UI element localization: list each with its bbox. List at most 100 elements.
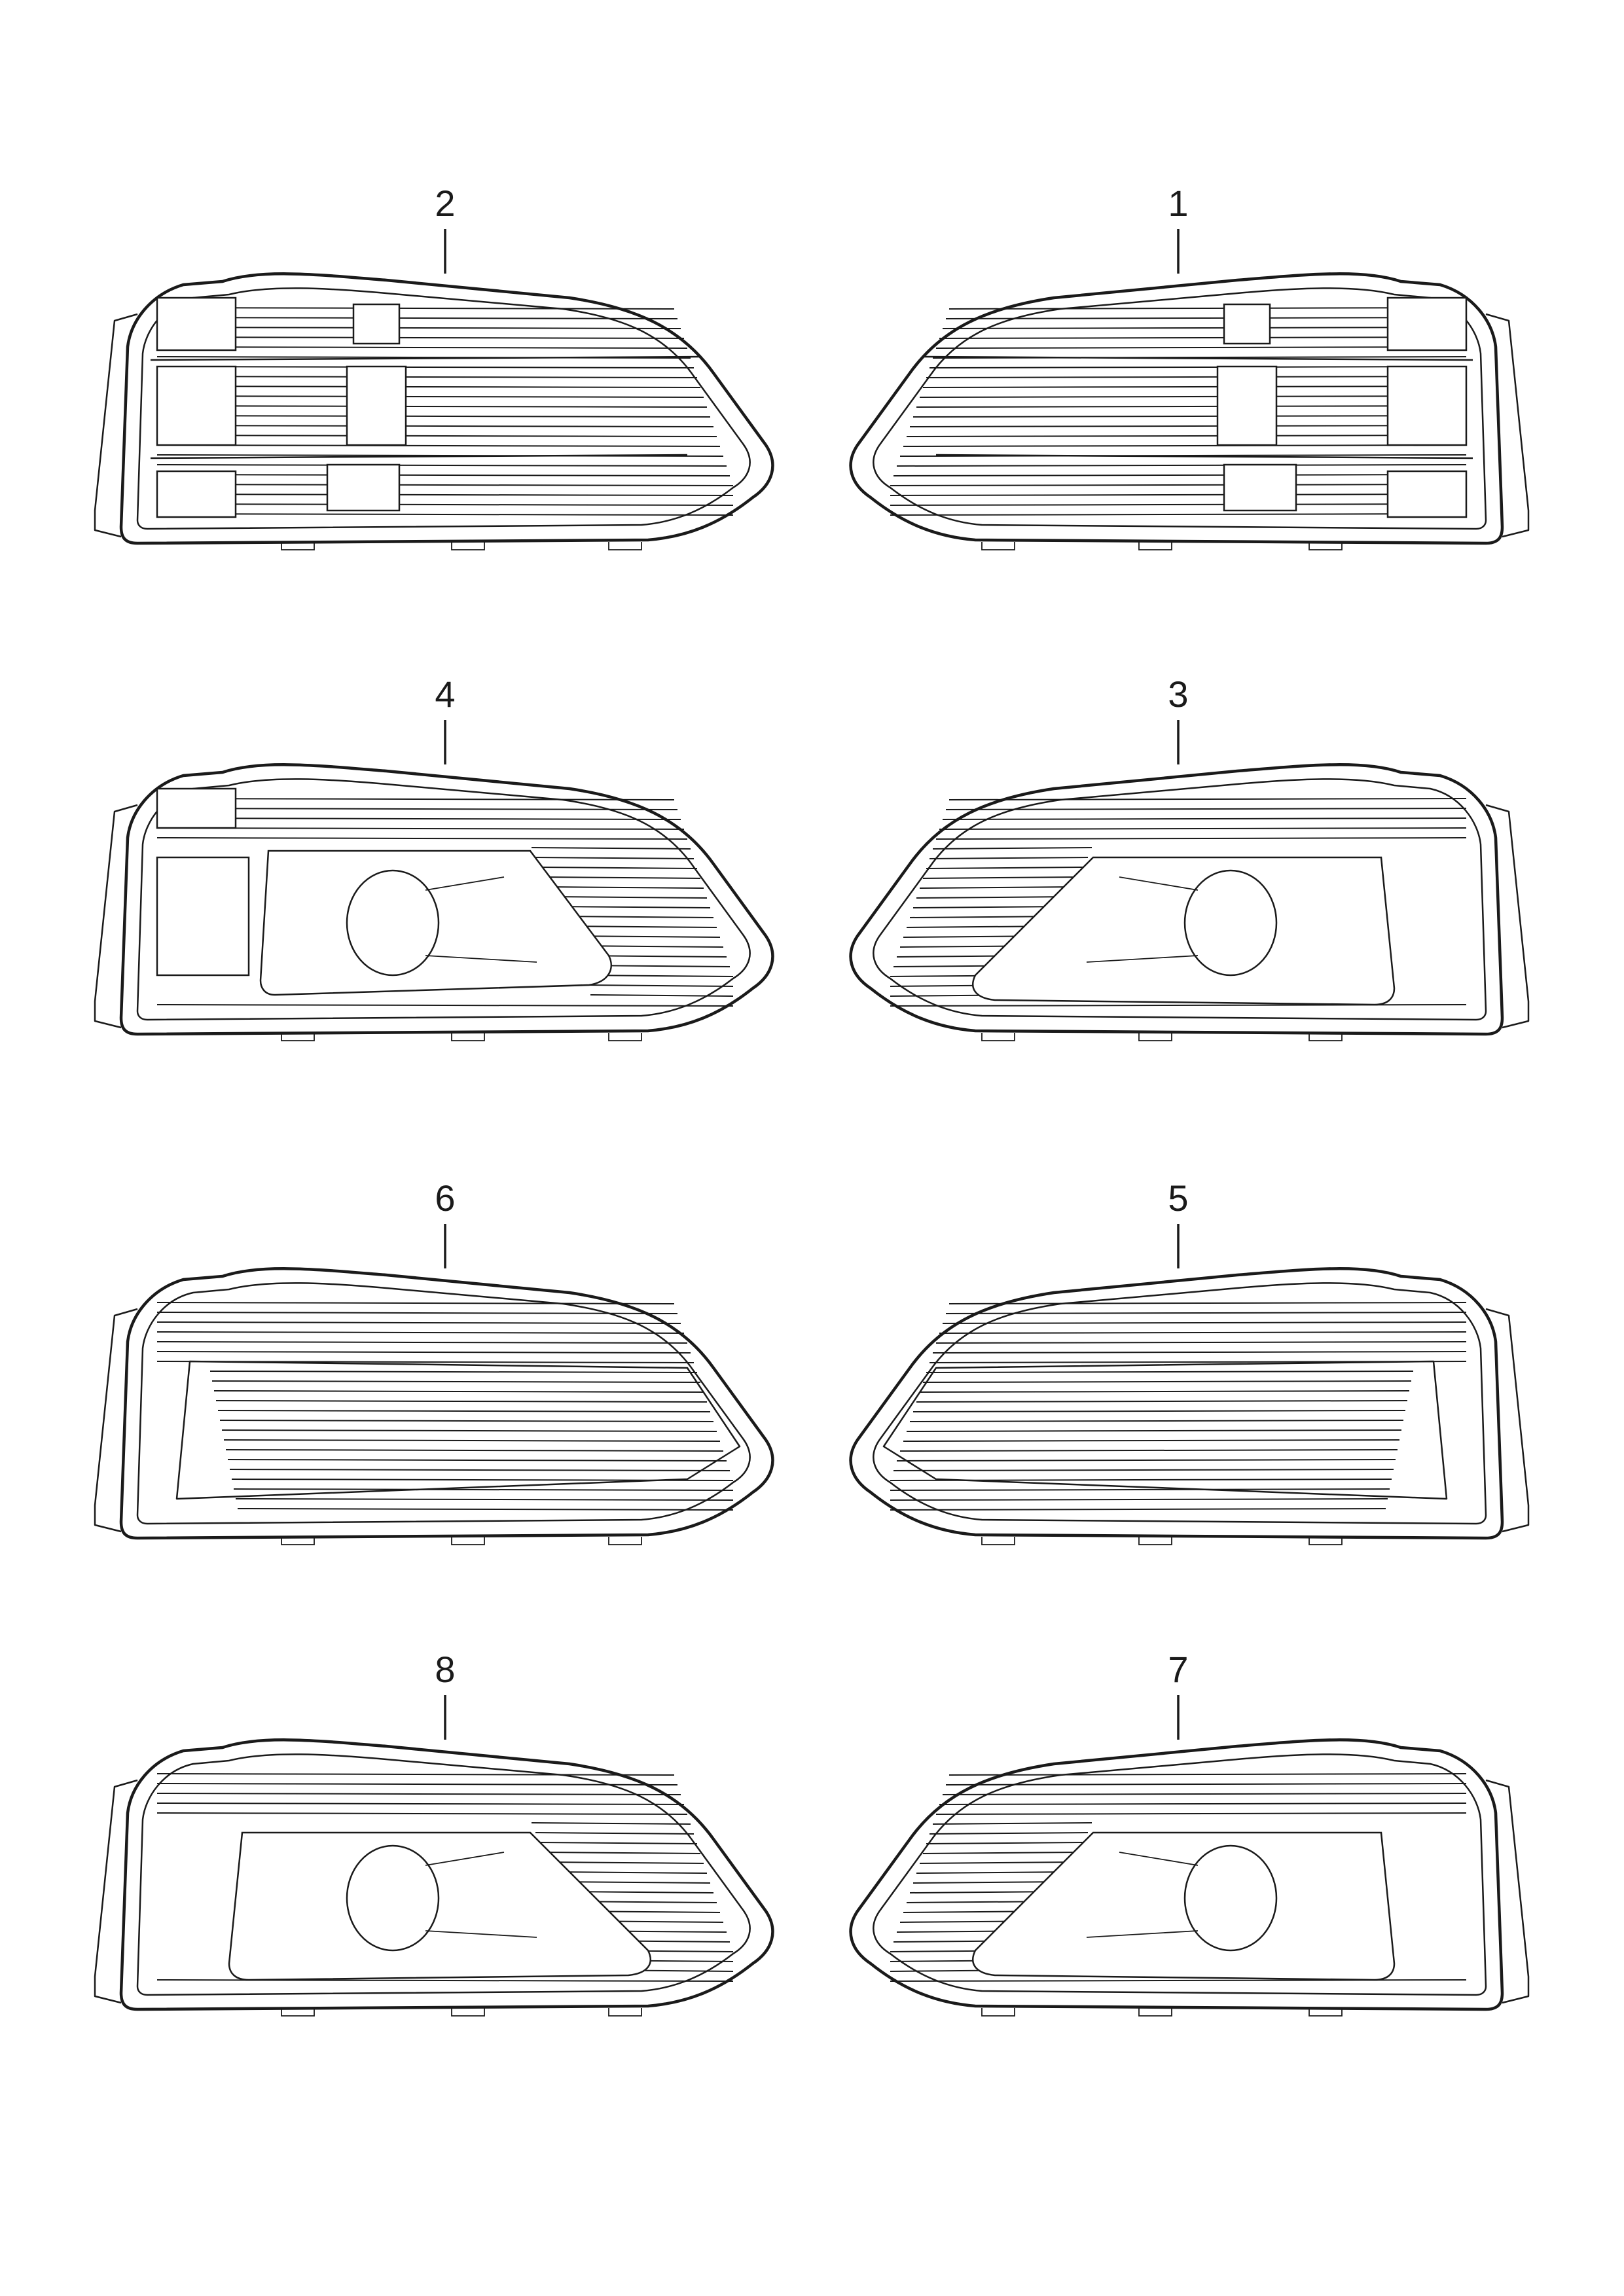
slat — [935, 346, 1467, 349]
slat — [156, 513, 734, 516]
mount-block — [156, 470, 237, 518]
slats — [156, 307, 734, 516]
part-5 — [849, 1267, 1530, 1545]
slats — [156, 1302, 734, 1511]
slat — [935, 1812, 1467, 1815]
slat — [919, 1390, 1410, 1393]
mount-block — [156, 296, 237, 351]
mount-tab — [608, 1537, 642, 1545]
side-flange — [1485, 804, 1530, 1029]
mount-tab — [608, 1033, 642, 1041]
inner-frame — [873, 1753, 1487, 1996]
side-flange — [94, 313, 138, 538]
slat — [899, 1449, 1398, 1452]
slat — [939, 1803, 1467, 1805]
mount-tab — [981, 1033, 1015, 1041]
slat — [156, 1004, 734, 1007]
slat — [909, 1420, 1404, 1422]
slat — [550, 1871, 708, 1874]
slat — [590, 994, 734, 997]
mount-tab — [1138, 1033, 1172, 1041]
mount-tab — [981, 1537, 1015, 1545]
mount-tab — [981, 542, 1015, 550]
fog-lamp-lens — [1183, 869, 1278, 977]
outer-frame — [119, 763, 774, 1036]
slat — [922, 1380, 1412, 1383]
slat — [942, 817, 1467, 820]
slat — [535, 857, 695, 859]
part-6 — [94, 1267, 774, 1545]
slat — [217, 1410, 711, 1412]
opening-edge — [882, 1360, 1448, 1500]
side-flange — [94, 1779, 138, 2004]
slat — [156, 376, 698, 378]
mount-tab — [451, 1537, 485, 1545]
cross-bar — [150, 454, 688, 459]
slat — [221, 1429, 717, 1432]
slat — [233, 1488, 734, 1491]
part-1 — [849, 272, 1530, 550]
lens-line — [1119, 876, 1199, 891]
inner-frame — [873, 287, 1487, 530]
slat — [942, 1793, 1467, 1795]
lens-line — [425, 1852, 505, 1866]
slat — [156, 1812, 688, 1815]
mount-tab — [451, 1033, 485, 1041]
fog-lamp-lens — [346, 869, 440, 977]
mount-block — [156, 856, 250, 977]
slat — [156, 474, 731, 476]
mount-tab — [608, 542, 642, 550]
fog-lamp-bezel — [259, 850, 612, 996]
slat — [156, 493, 734, 496]
mount-block — [1386, 470, 1468, 518]
slat — [926, 376, 1467, 378]
slat — [906, 435, 1467, 437]
slat — [156, 307, 675, 310]
slat — [156, 1302, 675, 1304]
slat — [156, 1773, 675, 1776]
slat — [156, 1312, 678, 1314]
slat — [558, 916, 714, 918]
outer-frame — [119, 272, 774, 545]
slat — [912, 1410, 1406, 1412]
lens-line — [1086, 955, 1199, 963]
mount-tab — [281, 1033, 315, 1041]
slat — [156, 444, 721, 447]
slat — [213, 1390, 704, 1393]
slat — [543, 876, 701, 879]
slat — [935, 837, 1467, 840]
slat — [211, 1380, 701, 1383]
inner-frame — [136, 1753, 751, 1996]
side-flange — [94, 804, 138, 1029]
slat — [945, 808, 1467, 810]
outer-frame — [849, 272, 1504, 545]
slat — [554, 906, 711, 908]
slat — [916, 1871, 1073, 1874]
slat — [535, 1832, 695, 1835]
slat — [945, 1312, 1467, 1314]
slat — [922, 876, 1081, 879]
slat — [890, 1508, 1386, 1511]
slat — [539, 867, 698, 869]
slat — [586, 984, 734, 987]
slat — [890, 493, 1467, 496]
slat — [156, 327, 681, 329]
lens-line — [1119, 1852, 1199, 1866]
slat — [156, 1341, 688, 1344]
slat — [929, 366, 1467, 368]
slat — [156, 425, 714, 427]
mount-tab — [1308, 1033, 1343, 1041]
slat — [156, 1331, 685, 1334]
callout-4: 4 — [435, 673, 455, 715]
part-8 — [94, 1738, 774, 2017]
callout-5: 5 — [1168, 1177, 1188, 1219]
slat — [912, 906, 1069, 908]
slat — [215, 1400, 708, 1403]
slat — [543, 1852, 701, 1854]
slat — [903, 444, 1467, 447]
slat — [219, 1420, 714, 1422]
slat — [547, 886, 704, 889]
side-flange — [1485, 313, 1530, 538]
slat — [896, 464, 1467, 467]
